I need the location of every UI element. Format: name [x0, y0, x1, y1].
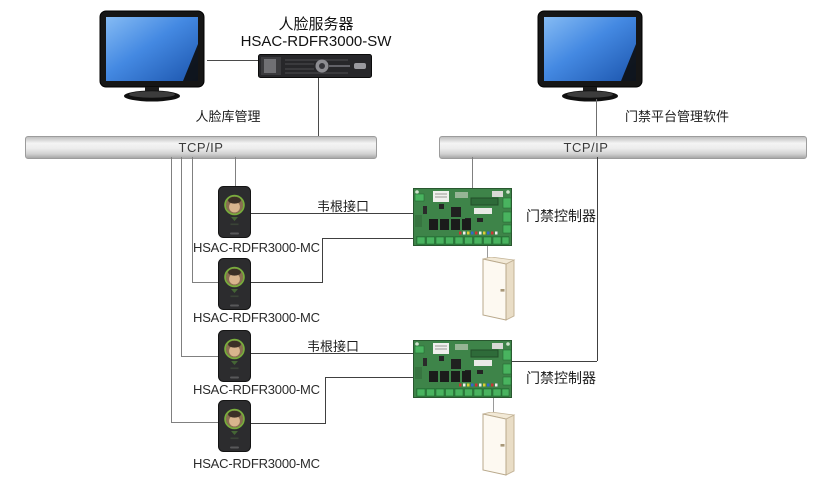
- left-workstation-label: 人脸库管理: [195, 109, 261, 124]
- wiegand-line: [322, 238, 413, 239]
- reader-model-label: HSAC-RDFR3000-MC: [193, 310, 320, 325]
- face-reader-icon: [218, 330, 251, 382]
- connector-line: [207, 60, 258, 61]
- wiegand-line: [251, 213, 413, 214]
- right-workstation-label: 门禁平台管理软件: [624, 109, 729, 124]
- connector-line: [596, 99, 597, 136]
- tcpip-bus-right: TCP/IP: [439, 136, 807, 159]
- reader-model-label: HSAC-RDFR3000-MC: [193, 382, 320, 397]
- door-icon: [477, 412, 519, 480]
- reader-model-label: HSAC-RDFR3000-MC: [193, 456, 320, 471]
- connector-line: [171, 422, 218, 423]
- connector-line: [487, 245, 488, 262]
- face-reader-icon: [218, 258, 251, 310]
- connector-line: [192, 157, 193, 282]
- access-controller-board-icon: [413, 340, 512, 398]
- wiegand-label: 韦根接口: [306, 339, 359, 354]
- wiegand-line: [325, 377, 326, 424]
- wiegand-line: [251, 282, 322, 283]
- connector-line: [318, 78, 319, 136]
- connector-line: [472, 157, 473, 188]
- door-icon: [477, 257, 519, 325]
- wiegand-line: [251, 353, 413, 354]
- connector-line: [181, 356, 218, 357]
- wiegand-label: 韦根接口: [316, 199, 369, 214]
- connector-line: [512, 361, 597, 362]
- rack-server-icon: [258, 54, 372, 78]
- connector-line: [235, 157, 236, 187]
- reader-model-label: HSAC-RDFR3000-MC: [193, 240, 320, 255]
- connector-line: [597, 157, 598, 361]
- server-name: 人脸服务器: [278, 16, 354, 33]
- connector-line: [181, 157, 182, 356]
- server-model: HSAC-RDFR3000-SW: [240, 33, 392, 50]
- access-controller-board-icon: [413, 188, 512, 246]
- face-reader-icon: [218, 400, 251, 452]
- tcpip-bus-left-label: TCP/IP: [178, 140, 224, 155]
- wiegand-line: [325, 377, 413, 378]
- controller-label: 门禁控制器: [526, 370, 596, 386]
- tcpip-bus-right-label: TCP/IP: [563, 140, 609, 155]
- connector-line: [171, 157, 172, 422]
- face-reader-icon: [218, 186, 251, 238]
- connector-line: [493, 398, 494, 417]
- tcpip-bus-left: TCP/IP: [25, 136, 377, 159]
- controller-label: 门禁控制器: [526, 208, 596, 224]
- monitor-icon: [537, 10, 643, 102]
- wiegand-line: [322, 238, 323, 283]
- wiegand-line: [251, 423, 325, 424]
- server-title: 人脸服务器 HSAC-RDFR3000-SW: [238, 16, 394, 50]
- connector-line: [192, 282, 218, 283]
- monitor-icon: [99, 10, 205, 102]
